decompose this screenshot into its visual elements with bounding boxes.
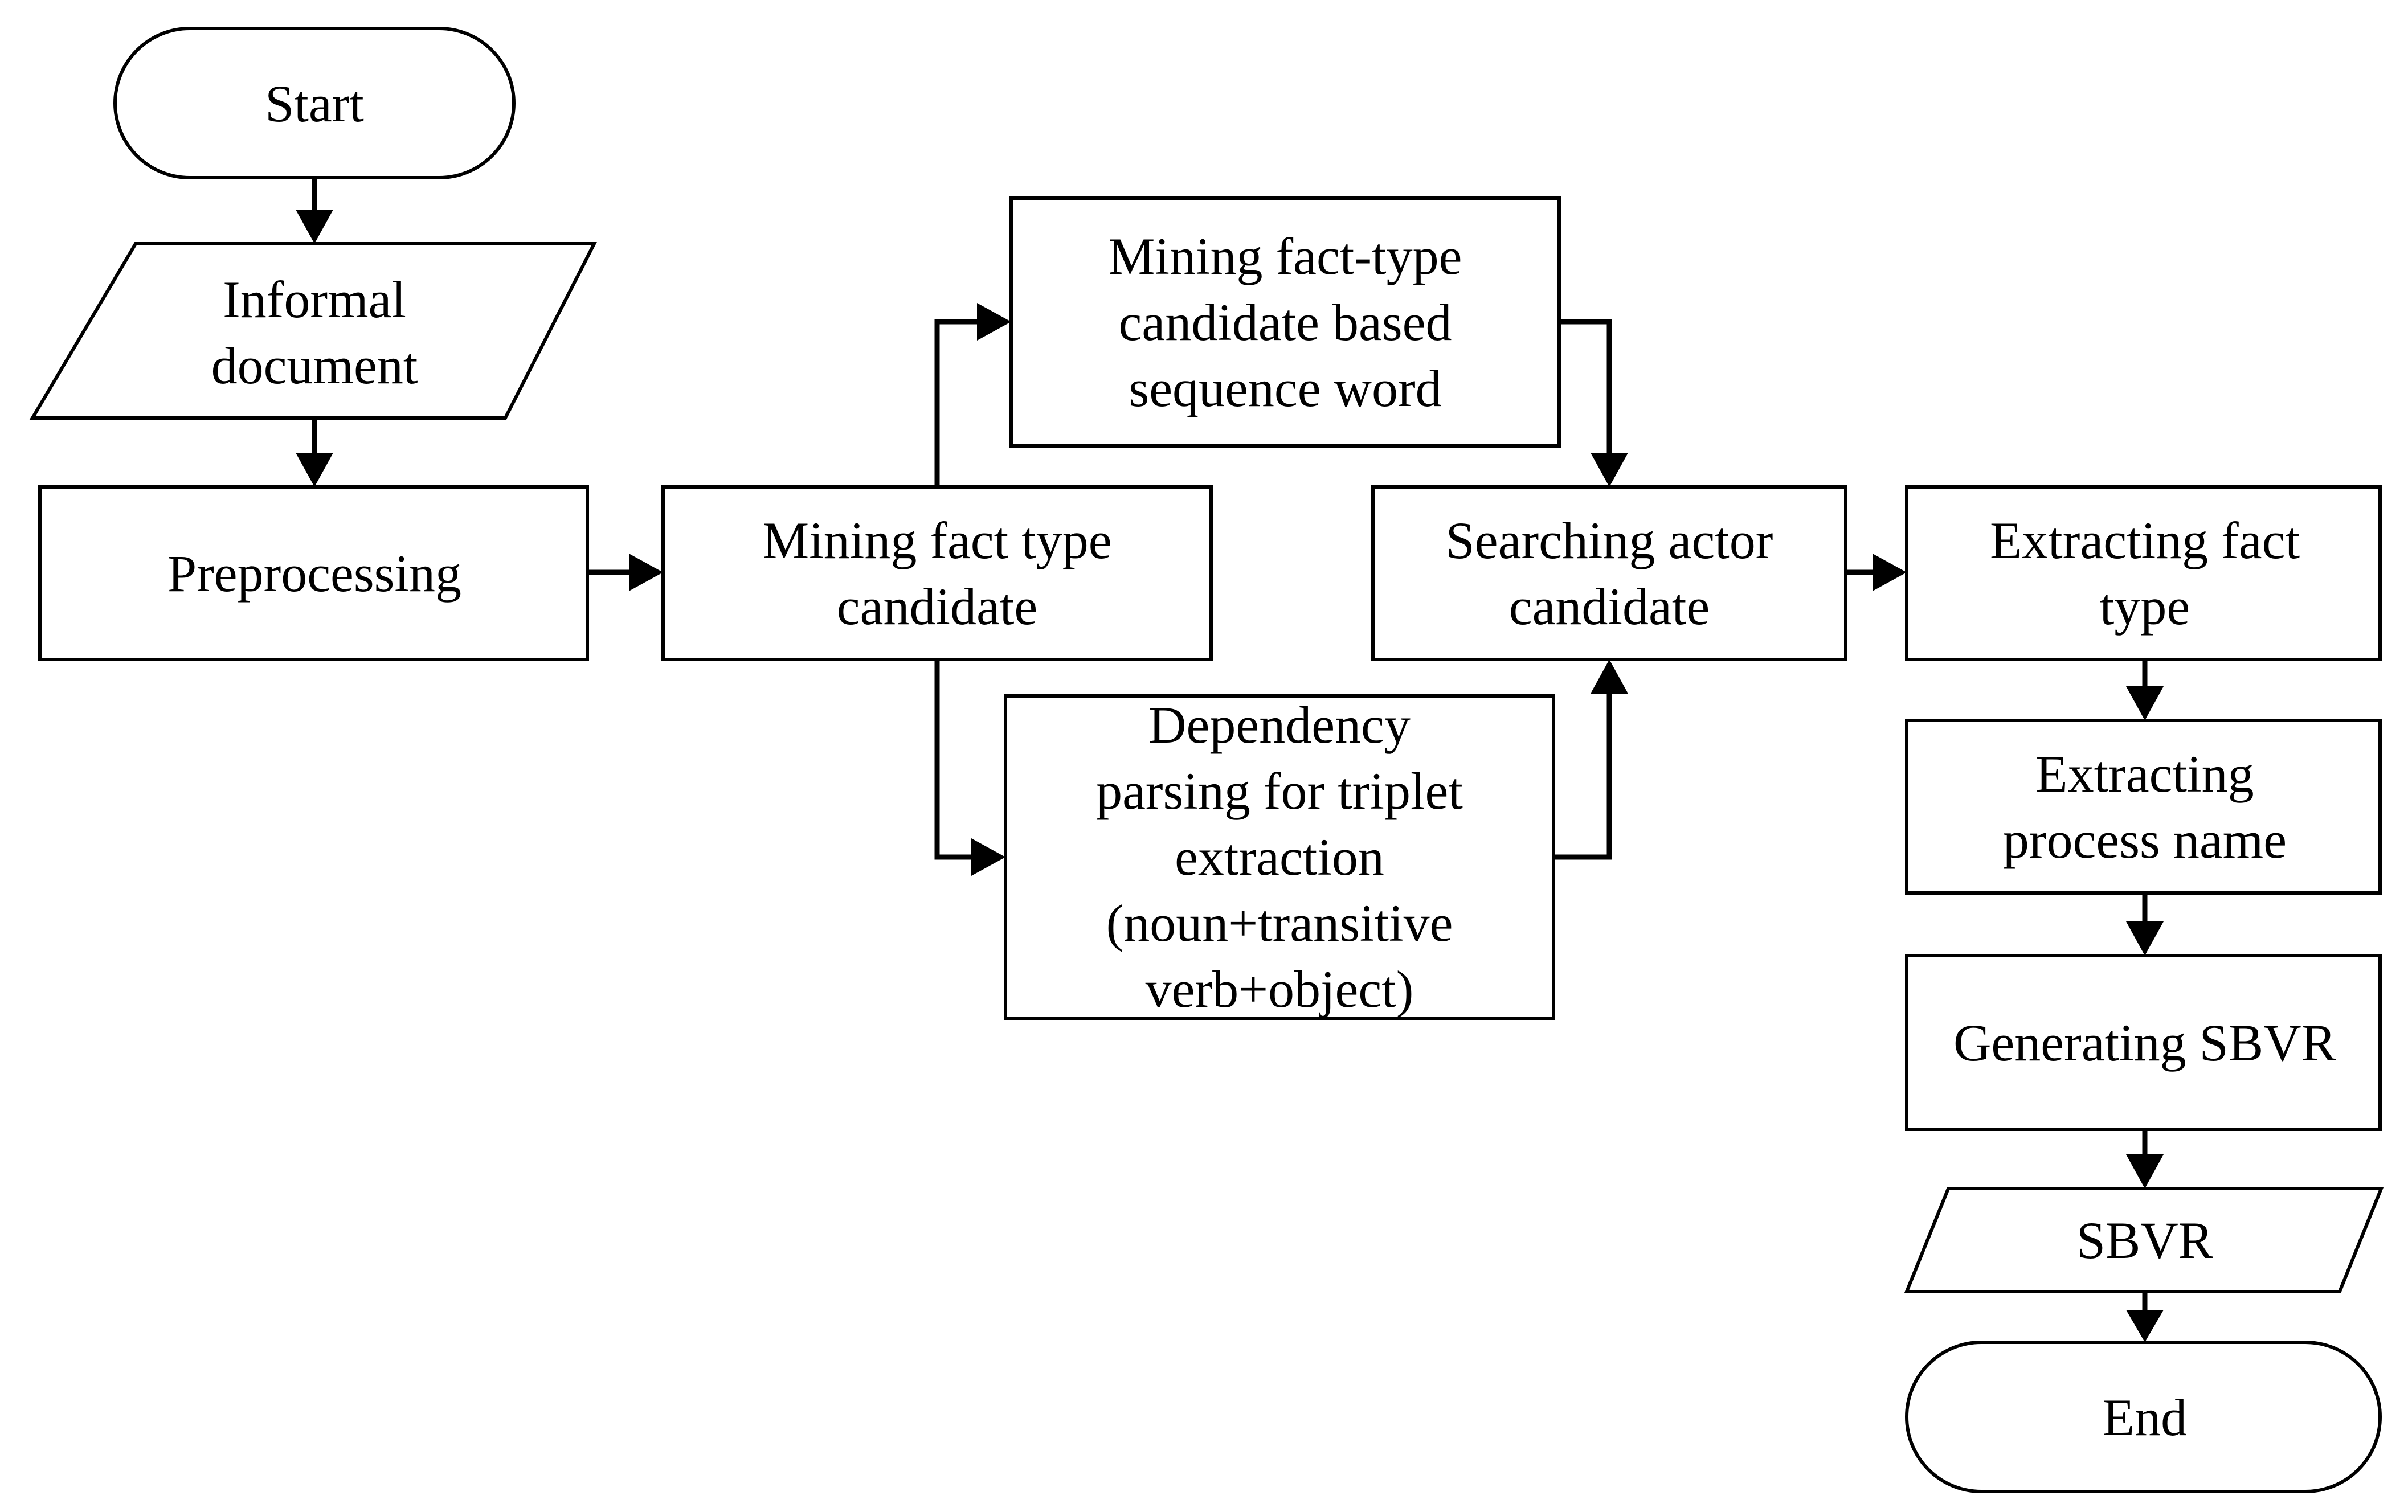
searching-actor-candidate-label-line-2: candidate xyxy=(1509,577,1710,636)
generating-sbvr-label: Generating SBVR xyxy=(1953,1014,2337,1072)
mining-fact-type-candidate-label-line-2: candidate xyxy=(837,577,1037,636)
dependency-parsing-label-line-4: (noun+transitive xyxy=(1106,894,1453,952)
start-label: Start xyxy=(265,75,364,133)
extracting-process-name-node: Extracting process name xyxy=(1905,719,2382,895)
mining-fact-type-candidate-node: Mining fact type candidate xyxy=(661,485,1213,661)
dependency-parsing-label-line-5: verb+object) xyxy=(1146,960,1414,1018)
searching-actor-candidate-label-line-1: Searching actor xyxy=(1446,511,1773,569)
sbvr-data-node: SBVR xyxy=(1904,1187,2384,1293)
sbvr-label: SBVR xyxy=(2076,1211,2214,1269)
extracting-process-name-label-line-1: Extracting xyxy=(2035,745,2254,803)
arrow-start-to-informal-document xyxy=(296,178,333,244)
dependency-parsing-label-line-1: Dependency xyxy=(1148,696,1411,754)
arrow-dependency-parsing-to-searching-actor xyxy=(1553,659,1628,860)
generating-sbvr-node: Generating SBVR xyxy=(1905,954,2382,1131)
informal-document-data-node: Informal document xyxy=(29,242,597,420)
dependency-parsing-node: Dependency parsing for triplet extractio… xyxy=(1004,694,1555,1020)
arrow-informal-document-to-preprocessing xyxy=(296,418,333,487)
dependency-parsing-label-line-2: parsing for triplet xyxy=(1096,762,1463,820)
extracting-fact-type-node: Extracting fact type xyxy=(1905,485,2382,661)
arrow-sequence-word-to-searching-actor xyxy=(1559,319,1628,487)
searching-actor-candidate-node: Searching actor candidate xyxy=(1371,485,1847,661)
informal-document-label-line-1: Informal xyxy=(223,271,406,329)
end-label: End xyxy=(2103,1388,2187,1447)
preprocessing-process-node: Preprocessing xyxy=(38,485,589,661)
arrow-sbvr-to-end xyxy=(2126,1292,2164,1342)
start-terminator: Start xyxy=(113,27,516,179)
sequence-word-label-line-3: sequence word xyxy=(1129,359,1441,417)
arrow-generating-sbvr-to-sbvr xyxy=(2126,1129,2164,1189)
mining-fact-type-candidate-label-line-1: Mining fact type xyxy=(762,511,1111,569)
preprocessing-label: Preprocessing xyxy=(167,544,461,603)
arrow-process-name-to-generating-sbvr xyxy=(2126,893,2164,956)
extracting-process-name-label-line-2: process name xyxy=(2003,811,2287,869)
sequence-word-label-line-1: Mining fact-type xyxy=(1109,227,1462,285)
end-terminator: End xyxy=(1905,1341,2382,1493)
mining-fact-type-sequence-word-node: Mining fact-type candidate based sequenc… xyxy=(1009,196,1561,448)
informal-document-label-line-2: document xyxy=(211,337,418,395)
arrow-preprocessing-to-mining-fact-type-candidate xyxy=(587,554,663,591)
arrow-mining-candidate-to-dependency-parsing xyxy=(934,659,1005,876)
extracting-fact-type-label-line-1: Extracting fact xyxy=(1990,511,2300,569)
extracting-fact-type-label-line-2: type xyxy=(2100,577,2190,636)
arrow-searching-actor-to-extracting-fact-type xyxy=(1846,554,1907,591)
sequence-word-label-line-2: candidate based xyxy=(1119,293,1452,351)
arrow-extracting-fact-type-to-process-name xyxy=(2126,659,2164,720)
arrow-mining-candidate-to-sequence-word xyxy=(934,303,1011,487)
dependency-parsing-label-line-3: extraction xyxy=(1175,828,1384,886)
connectors xyxy=(296,178,2164,1342)
